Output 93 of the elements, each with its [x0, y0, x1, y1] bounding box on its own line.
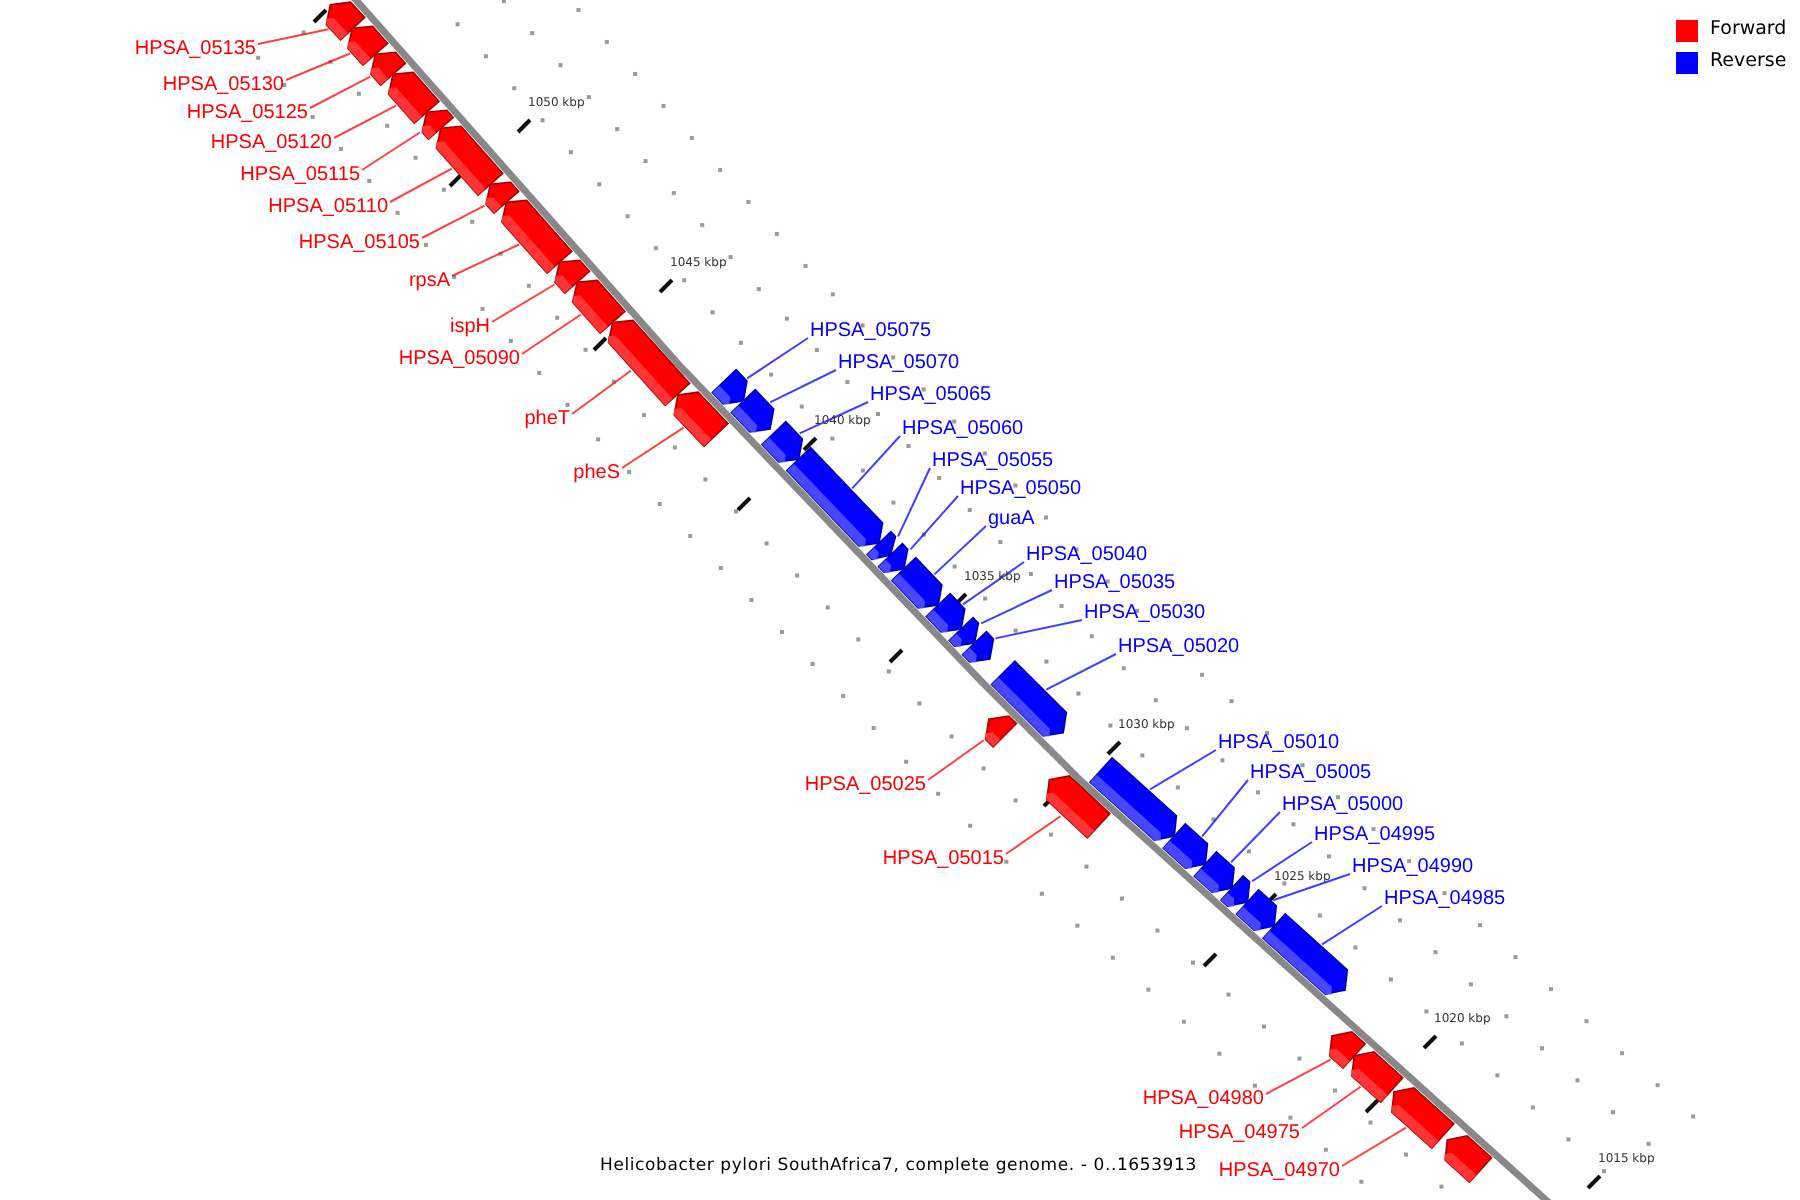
gene-label: HPSA_05050: [960, 476, 1082, 502]
gene-label: HPSA_05000: [1282, 792, 1404, 818]
leader-line: [309, 75, 372, 109]
leader-line: [1321, 905, 1383, 946]
leader-line: [451, 243, 521, 277]
gene-label: HPSA_05120: [210, 130, 332, 156]
gene-label: HPSA_04995: [1314, 822, 1436, 848]
gene-block: [890, 556, 943, 609]
gene-label: ispH: [449, 314, 490, 340]
leader-line: [421, 204, 486, 239]
gene-label: HPSA_04985: [1384, 886, 1506, 912]
gene-label: pheT: [524, 406, 570, 432]
gene-block: [760, 420, 804, 463]
gene-label: HPSA_05030: [1084, 600, 1206, 626]
gene-label: HPSA_05070: [838, 350, 960, 376]
gene-label: HPSA_04980: [1142, 1086, 1264, 1112]
gene-block: [1351, 1050, 1404, 1104]
gene-label: HPSA_05060: [902, 416, 1024, 442]
gene-label: HPSA_05115: [240, 162, 360, 188]
gene-block: [1391, 1086, 1455, 1150]
gene-label: HPSA_05005: [1250, 760, 1372, 786]
gene-block: [607, 319, 691, 407]
gene-block: [785, 446, 884, 547]
leader-line: [746, 337, 809, 380]
leader-line: [927, 739, 985, 781]
legend-label: Reverse: [1710, 50, 1787, 74]
gene-label: HPSA_05040: [1026, 542, 1148, 568]
leader-line: [1045, 653, 1117, 691]
leader-line: [521, 313, 582, 355]
leader-line: [1201, 779, 1249, 838]
leader-line: [361, 131, 421, 171]
leader-line: [1005, 815, 1062, 855]
gene-label: HPSA_05135: [134, 36, 256, 62]
legend-label: Forward: [1710, 18, 1787, 42]
leader-line: [1230, 811, 1281, 864]
leader-line: [571, 369, 632, 415]
leader-line: [257, 28, 330, 45]
leader-line: [769, 369, 837, 404]
gene-label: pheS: [573, 460, 620, 486]
gene-label: HPSA_05105: [298, 230, 420, 256]
leader-line: [897, 467, 931, 538]
gene-label: HPSA_04990: [1352, 854, 1474, 880]
gene-block: [501, 199, 573, 275]
leader-line: [909, 495, 959, 551]
leader-line: [1265, 1058, 1332, 1095]
gene-label: HPSA_05010: [1218, 730, 1340, 756]
gene-block: [435, 125, 504, 197]
gene-block: [877, 542, 909, 573]
gene-block: [1193, 850, 1235, 894]
leader-line: [621, 426, 685, 469]
gene-block: [1235, 888, 1278, 932]
leader-line: [851, 435, 901, 490]
gene-label: HPSA_05035: [1054, 570, 1176, 596]
leader-line: [285, 52, 351, 81]
gene-label: HPSA_05110: [268, 194, 388, 220]
leader-line: [333, 104, 397, 139]
gene-label: HPSA_04975: [1178, 1120, 1300, 1146]
gene-label: HPSA_05055: [932, 448, 1054, 474]
gene-block: [1444, 1134, 1493, 1184]
gene-label: HPSA_05025: [804, 772, 926, 798]
gene-label: HPSA_05075: [810, 318, 932, 344]
leader-line: [962, 561, 1025, 606]
leader-line: [1341, 1126, 1408, 1167]
caption: Helicobacter pylori SouthAfrica7, complete genome. - 0..1653913: [600, 1156, 1197, 1178]
gene-block: [1261, 912, 1349, 996]
leader-line: [980, 589, 1053, 625]
gene-label: HPSA_05125: [186, 100, 308, 126]
leader-line: [933, 525, 987, 576]
gene-label: HPSA_05065: [870, 382, 992, 408]
gene-label: guaA: [988, 506, 1035, 532]
gene-label: HPSA_05130: [162, 72, 284, 98]
gene-block: [1088, 756, 1178, 842]
leader-line: [1272, 873, 1351, 902]
gene-block: [711, 368, 748, 405]
leader-line: [1149, 749, 1217, 791]
gene-block: [1219, 874, 1251, 908]
gene-block: [961, 630, 995, 663]
gene-block: [925, 592, 966, 633]
gene-block: [984, 715, 1018, 748]
leader-line: [1301, 1085, 1362, 1129]
gene-label: HPSA_05020: [1118, 634, 1240, 660]
gene-block: [1162, 822, 1209, 870]
gene-label: HPSA_05015: [882, 846, 1004, 872]
leader-line: [1251, 841, 1313, 883]
gene-block: [673, 391, 730, 448]
gene-block: [948, 616, 980, 647]
leader-line: [994, 619, 1083, 640]
gene-block: [730, 388, 775, 433]
gene-label: HPSA_05090: [398, 346, 520, 372]
leader-line: [491, 283, 556, 323]
gene-label: HPSA_04970: [1218, 1158, 1340, 1184]
leader-line: [389, 167, 453, 203]
gene-label: rpsA: [408, 268, 450, 294]
